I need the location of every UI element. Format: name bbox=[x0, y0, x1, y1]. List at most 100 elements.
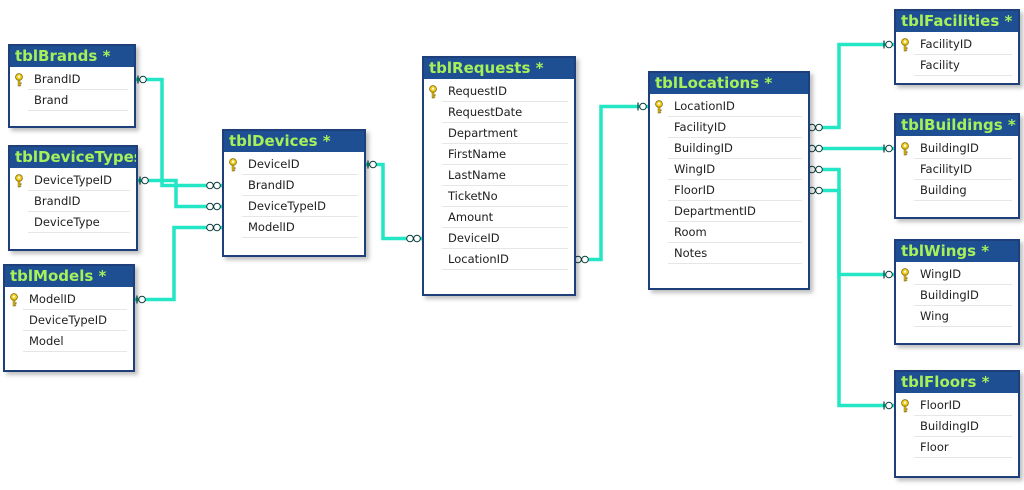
column-row[interactable]: BrandID bbox=[10, 191, 136, 212]
row-selector[interactable] bbox=[424, 186, 442, 207]
row-selector[interactable] bbox=[424, 228, 442, 249]
column-row[interactable]: FloorID bbox=[896, 395, 1018, 416]
table-title[interactable]: tblModels * bbox=[5, 266, 133, 287]
row-selector[interactable] bbox=[5, 331, 23, 352]
column-row[interactable]: DeviceTypeID bbox=[5, 310, 133, 331]
row-selector[interactable] bbox=[650, 96, 668, 117]
column-row[interactable]: RequestID bbox=[424, 81, 574, 102]
column-row[interactable]: BuildingID bbox=[650, 138, 808, 159]
row-selector[interactable] bbox=[10, 191, 28, 212]
row-selector[interactable] bbox=[896, 416, 914, 437]
column-row[interactable]: FirstName bbox=[424, 144, 574, 165]
row-selector[interactable] bbox=[896, 34, 914, 55]
column-row[interactable]: WingID bbox=[650, 159, 808, 180]
column-row[interactable]: FacilityID bbox=[650, 117, 808, 138]
row-selector[interactable] bbox=[896, 264, 914, 285]
column-row[interactable]: FacilityID bbox=[896, 34, 1018, 55]
column-row[interactable]: WingID bbox=[896, 264, 1018, 285]
column-row[interactable]: ModelID bbox=[224, 217, 364, 238]
row-selector[interactable] bbox=[424, 249, 442, 270]
row-selector[interactable] bbox=[224, 175, 242, 196]
row-selector[interactable] bbox=[650, 222, 668, 243]
table-title[interactable]: tblFloors * bbox=[896, 372, 1018, 393]
row-selector[interactable] bbox=[10, 170, 28, 191]
column-row[interactable]: Model bbox=[5, 331, 133, 352]
relationship-locations-requests[interactable] bbox=[576, 104, 648, 262]
column-row[interactable]: Brand bbox=[10, 90, 134, 111]
column-row[interactable]: BrandID bbox=[10, 69, 134, 90]
row-selector[interactable] bbox=[10, 212, 28, 233]
column-row[interactable]: Facility bbox=[896, 55, 1018, 76]
relationship-devicetypes-devices[interactable] bbox=[138, 178, 222, 209]
relationship-brands-devices[interactable] bbox=[136, 77, 222, 188]
row-selector[interactable] bbox=[5, 310, 23, 331]
column-row[interactable]: Notes bbox=[650, 243, 808, 264]
table-title[interactable]: tblDeviceTypes * bbox=[10, 147, 136, 168]
row-selector[interactable] bbox=[650, 180, 668, 201]
row-selector[interactable] bbox=[224, 154, 242, 175]
column-row[interactable]: DeviceID bbox=[424, 228, 574, 249]
column-row[interactable]: DeviceID bbox=[224, 154, 364, 175]
row-selector[interactable] bbox=[424, 165, 442, 186]
row-selector[interactable] bbox=[10, 90, 28, 111]
row-selector[interactable] bbox=[5, 289, 23, 310]
column-row[interactable]: BuildingID bbox=[896, 138, 1018, 159]
column-row[interactable]: DeviceTypeID bbox=[224, 196, 364, 217]
column-row[interactable]: Department bbox=[424, 123, 574, 144]
column-row[interactable]: LastName bbox=[424, 165, 574, 186]
column-row[interactable]: Floor bbox=[896, 437, 1018, 458]
column-row[interactable]: Wing bbox=[896, 306, 1018, 327]
relationship-devices-requests[interactable] bbox=[366, 162, 422, 241]
column-row[interactable]: Room bbox=[650, 222, 808, 243]
relationship-models-devices[interactable] bbox=[135, 225, 222, 302]
row-selector[interactable] bbox=[650, 243, 668, 264]
column-row[interactable]: BuildingID bbox=[896, 285, 1018, 306]
column-row[interactable]: LocationID bbox=[424, 249, 574, 270]
row-selector[interactable] bbox=[896, 395, 914, 416]
column-row[interactable]: FacilityID bbox=[896, 159, 1018, 180]
table-title[interactable]: tblLocations * bbox=[650, 73, 808, 94]
row-selector[interactable] bbox=[224, 217, 242, 238]
column-row[interactable]: DeviceType bbox=[10, 212, 136, 233]
row-selector[interactable] bbox=[650, 138, 668, 159]
column-row[interactable]: ModelID bbox=[5, 289, 133, 310]
column-row[interactable]: BuildingID bbox=[896, 416, 1018, 437]
column-row[interactable]: RequestDate bbox=[424, 102, 574, 123]
relationship-facilities-locations[interactable] bbox=[810, 42, 894, 130]
row-selector[interactable] bbox=[424, 81, 442, 102]
column-row[interactable]: TicketNo bbox=[424, 186, 574, 207]
row-selector[interactable] bbox=[896, 306, 914, 327]
table-title[interactable]: tblRequests * bbox=[424, 58, 574, 79]
table-title[interactable]: tblBrands * bbox=[10, 46, 134, 67]
row-selector[interactable] bbox=[10, 69, 28, 90]
relationship-floors-locations[interactable] bbox=[810, 188, 894, 408]
row-selector[interactable] bbox=[896, 437, 914, 458]
row-selector[interactable] bbox=[424, 102, 442, 123]
column-row[interactable]: DepartmentID bbox=[650, 201, 808, 222]
row-selector[interactable] bbox=[424, 207, 442, 228]
row-selector[interactable] bbox=[896, 180, 914, 201]
table-title[interactable]: tblFacilities * bbox=[896, 11, 1018, 32]
relationship-wings-locations[interactable] bbox=[810, 167, 894, 277]
column-row[interactable]: BrandID bbox=[224, 175, 364, 196]
row-selector[interactable] bbox=[424, 144, 442, 165]
table-title[interactable]: tblDevices * bbox=[224, 131, 364, 152]
column-row[interactable]: LocationID bbox=[650, 96, 808, 117]
column-row[interactable]: DeviceTypeID bbox=[10, 170, 136, 191]
row-selector[interactable] bbox=[896, 138, 914, 159]
table-title[interactable]: tblBuildings * bbox=[896, 115, 1018, 136]
row-selector[interactable] bbox=[650, 159, 668, 180]
row-selector[interactable] bbox=[650, 201, 668, 222]
table-devicetypes[interactable]: tblDeviceTypes *DeviceTypeIDBrandIDDevic… bbox=[8, 145, 138, 251]
column-row[interactable]: Building bbox=[896, 180, 1018, 201]
row-selector[interactable] bbox=[896, 285, 914, 306]
table-title[interactable]: tblWings * bbox=[896, 241, 1018, 262]
